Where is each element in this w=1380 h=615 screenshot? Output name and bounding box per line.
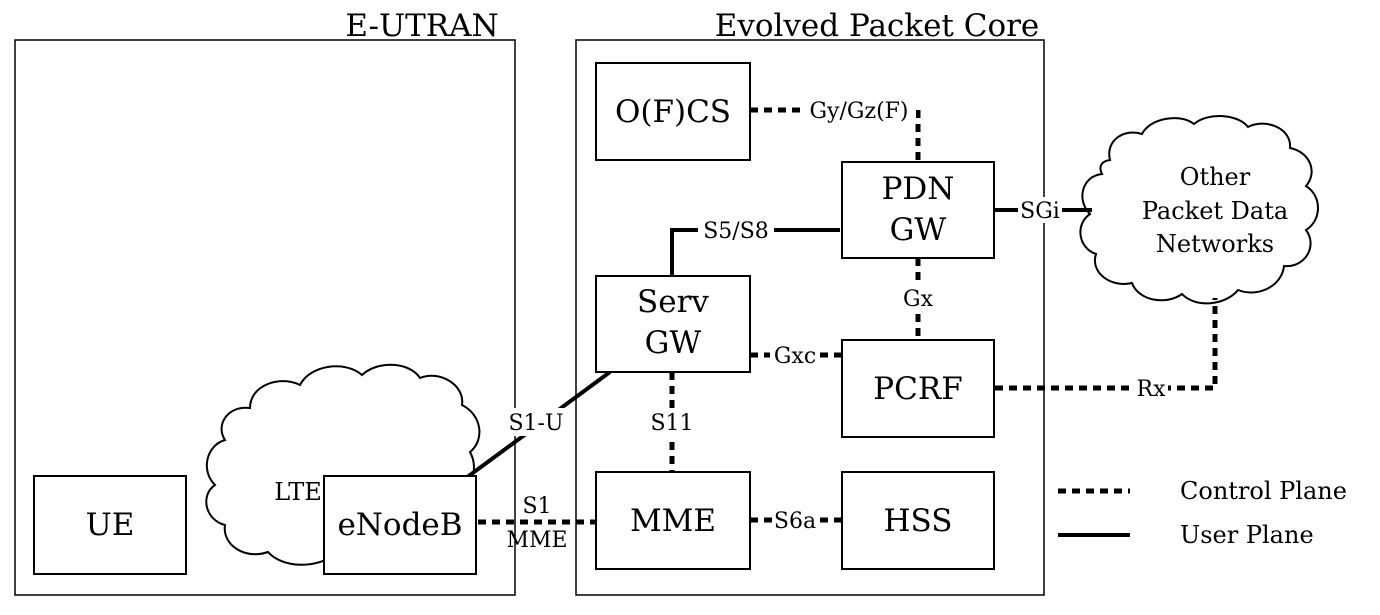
- mme-label: MME: [630, 503, 716, 539]
- eutran-title: E-UTRAN: [345, 8, 498, 44]
- other-networks-line-1: Other: [1180, 163, 1251, 191]
- s11-label: S11: [650, 411, 693, 436]
- s6a-label: S6a: [774, 509, 816, 534]
- enodeb-node: [323, 475, 477, 575]
- mme-interface-label: MME: [506, 528, 567, 553]
- enodeb-label: eNodeB: [337, 507, 462, 543]
- legend-user-plane-label: User Plane: [1180, 521, 1314, 549]
- serv-gw-label-1: Serv: [637, 284, 709, 320]
- lte-label: LTE: [274, 478, 322, 506]
- ofcs-node: [595, 62, 751, 161]
- sgi-label: SGi: [1020, 199, 1060, 224]
- hss-node: [841, 471, 995, 570]
- serv-gw-label-2: GW: [645, 325, 702, 361]
- mme-node: [595, 471, 751, 570]
- other-networks-cloud: [1079, 115, 1319, 305]
- other-networks-line-2: Packet Data: [1142, 197, 1288, 225]
- s1-label: S1: [522, 494, 551, 519]
- hss-label: HSS: [884, 503, 953, 539]
- gxc-label: Gxc: [774, 344, 816, 369]
- ofcs-label: O(F)CS: [615, 94, 731, 130]
- s5-s8-label: S5/S8: [703, 219, 769, 244]
- ue-node: [33, 475, 187, 575]
- rx-label: Rx: [1137, 377, 1167, 402]
- pdn-gw-label-2: GW: [890, 212, 947, 248]
- s1u-label: S1-U: [508, 411, 563, 436]
- eutran-region: [14, 39, 516, 596]
- other-networks-line-3: Networks: [1156, 230, 1274, 258]
- pcrf-node: [841, 339, 995, 438]
- epc-title: Evolved Packet Core: [715, 8, 1040, 44]
- gy-gz-label: Gy/Gz(F): [809, 99, 908, 124]
- s5-s8-connection: [670, 228, 840, 278]
- serv-gw-node: [595, 275, 751, 373]
- epc-region: [575, 39, 1045, 596]
- pdn-gw-node: [841, 161, 995, 259]
- pcrf-label: PCRF: [873, 371, 962, 407]
- rx-connection: [995, 298, 1218, 391]
- pdn-gw-label-1: PDN: [882, 171, 955, 207]
- ue-label: UE: [86, 507, 135, 543]
- gx-label: Gx: [903, 287, 934, 312]
- legend-control-plane-label: Control Plane: [1180, 477, 1347, 505]
